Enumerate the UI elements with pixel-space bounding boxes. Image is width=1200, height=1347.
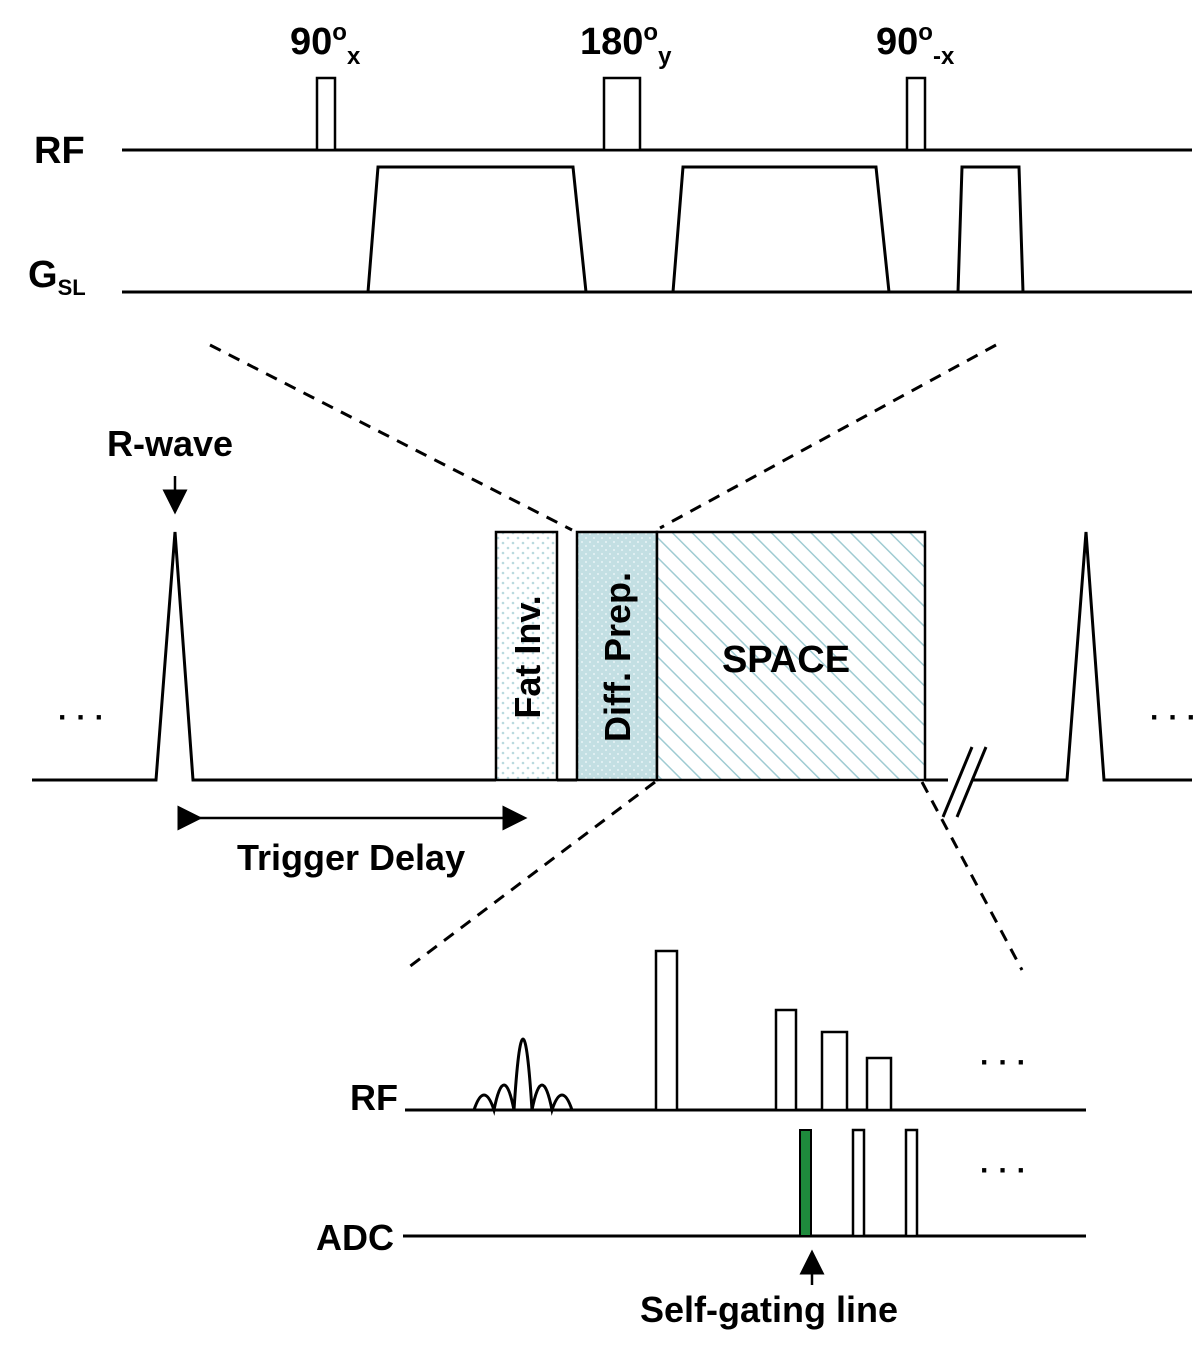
break-mark-2	[955, 746, 988, 818]
ellipsis-adc: · · ·	[980, 1154, 1027, 1187]
zoom-line-top-left	[209, 343, 573, 532]
top-panel: 90ox 180oy 90o-x RF GSL	[28, 19, 1192, 300]
fat-inv-block	[494, 530, 559, 782]
fat-inv-label: Fat Inv.	[507, 595, 548, 718]
rf-refocus-pulse-3	[865, 1056, 893, 1112]
ellipsis-rf-bottom: · · ·	[980, 1046, 1027, 1079]
adc-readout-2	[904, 1128, 919, 1238]
self-gating-label: Self-gating line	[640, 1289, 898, 1330]
zoom-line-bottom-right	[920, 781, 1024, 971]
space-label: SPACE	[722, 639, 850, 681]
pulse-label-90x: 90ox	[290, 19, 361, 70]
ellipsis-left: · · ·	[58, 701, 105, 734]
zoom-line-bottom-left	[404, 780, 656, 972]
space-block	[655, 530, 927, 782]
diff-prep-label: Diff. Prep.	[597, 572, 638, 742]
gsl-label: GSL	[28, 254, 86, 300]
middle-panel: R-wave · · · · · · Fat Inv. Diff. Prep. …	[32, 423, 1197, 878]
rf-refocus-pulse-2	[820, 1030, 849, 1112]
r-wave-label: R-wave	[107, 423, 233, 464]
zoom-line-top-right	[659, 343, 997, 530]
rf-refocus-pulse-1	[774, 1008, 798, 1112]
self-gating-adc-line	[799, 1129, 812, 1237]
rf-pulse-90-x	[905, 76, 927, 152]
pulse-label-180y: 180oy	[580, 19, 672, 70]
ecg-r-wave-2	[972, 531, 1192, 782]
break-mark-1	[941, 746, 974, 818]
diff-prep-block	[575, 530, 659, 782]
gsl-gradient-3	[956, 165, 1025, 293]
rf-pulse-180y	[602, 76, 642, 152]
ellipsis-right: · · ·	[1150, 701, 1197, 734]
gsl-gradient-1	[366, 165, 588, 293]
sinc-pulse	[472, 1037, 574, 1116]
adc-label: ADC	[316, 1217, 394, 1258]
trigger-delay-label: Trigger Delay	[237, 837, 465, 878]
ecg-r-wave-1	[32, 531, 496, 782]
rf-excitation-pulse	[654, 949, 679, 1112]
rf-label-bottom: RF	[350, 1077, 398, 1118]
gsl-gradient-2	[671, 165, 891, 293]
bottom-panel: RF · · · ADC · · · Self-gating line	[316, 949, 1086, 1330]
adc-readout-1	[851, 1128, 866, 1238]
rf-pulse-90x	[315, 76, 337, 152]
pulse-label-90-x: 90o-x	[876, 19, 955, 70]
rf-label-top: RF	[34, 130, 85, 172]
